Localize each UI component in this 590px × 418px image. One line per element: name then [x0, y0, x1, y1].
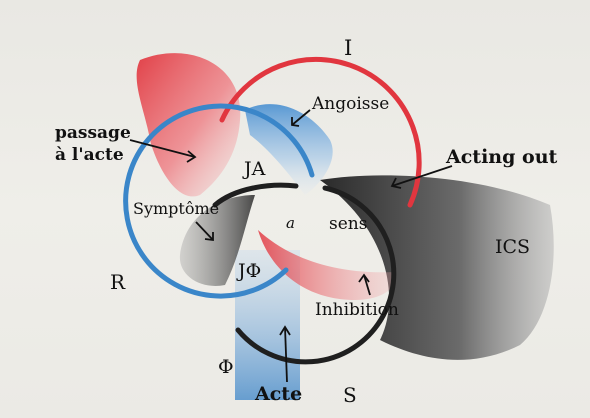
- real-lobe-shading: [245, 104, 333, 195]
- ics-label: ICS: [495, 238, 530, 257]
- ring-label-i: I: [344, 38, 352, 59]
- ring-label-s: S: [343, 385, 357, 405]
- ja-label: JA: [244, 160, 265, 179]
- object-a-label: a: [286, 216, 295, 231]
- angoisse-label: Angoisse: [312, 96, 389, 113]
- inhibition-label: Inhibition: [315, 302, 399, 319]
- jphi-label: JΦ: [238, 262, 261, 281]
- sens-label: sens: [329, 216, 367, 233]
- acting-out-label: Acting out: [446, 148, 557, 167]
- imaginary-lobe-shading: [137, 53, 241, 196]
- acte-label: Acte: [255, 385, 302, 404]
- passage-label-line1: passage: [55, 125, 131, 142]
- phi-label: Φ: [218, 358, 234, 377]
- passage-label-line2: à l'acte: [55, 147, 124, 164]
- symptome-label: Symptôme: [133, 201, 219, 217]
- ring-label-r: R: [110, 272, 125, 292]
